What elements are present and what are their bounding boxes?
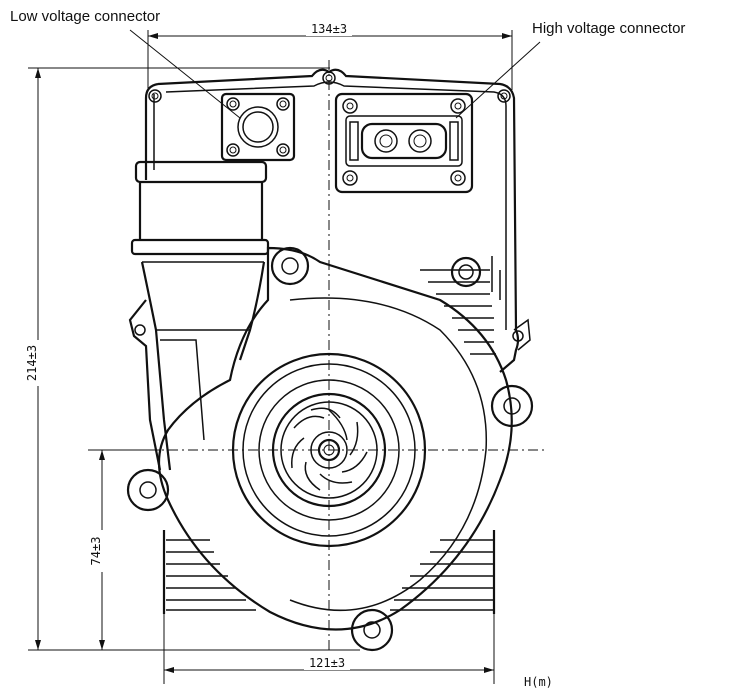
low-voltage-connector	[220, 92, 296, 162]
height-value: 214±3	[25, 345, 39, 381]
height-dimension: 214±3	[24, 67, 360, 651]
high-voltage-leader-line	[455, 41, 541, 119]
high-voltage-connector	[334, 92, 474, 194]
rear-housing	[128, 68, 531, 614]
top-width-value: 134±3	[311, 22, 347, 36]
unit-label: H(m)	[524, 675, 553, 689]
high-voltage-connector-label: High voltage connector	[532, 20, 686, 37]
volute-housing	[126, 246, 534, 652]
center-height-dimension: 74±3	[88, 449, 160, 650]
low-voltage-connector-label: Low voltage connector	[10, 8, 161, 25]
inlet-pipe	[130, 160, 270, 471]
bottom-width-value: 121±3	[309, 656, 345, 670]
center-height-value: 74±3	[89, 537, 103, 566]
top-width-dimension: 134±3	[147, 22, 513, 90]
